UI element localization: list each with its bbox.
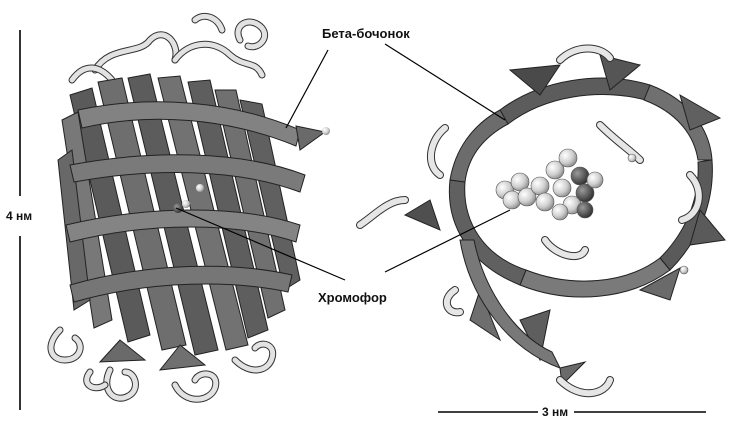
beta-barrel-pointer-right (385, 44, 505, 120)
ring-strands (405, 55, 725, 385)
barrel-top-view (360, 48, 725, 393)
chromophore-spheres (496, 149, 688, 274)
barrel-side-view (51, 16, 330, 399)
width-scale-label: 3 нм (542, 405, 568, 419)
chromophore-label: Хромофор (318, 290, 387, 305)
beta-barrel-pointer-left (286, 50, 328, 128)
top-loops (72, 16, 265, 80)
beta-barrel-label: Бета-бочонок (322, 26, 410, 41)
height-scale-label: 4 нм (6, 209, 32, 223)
